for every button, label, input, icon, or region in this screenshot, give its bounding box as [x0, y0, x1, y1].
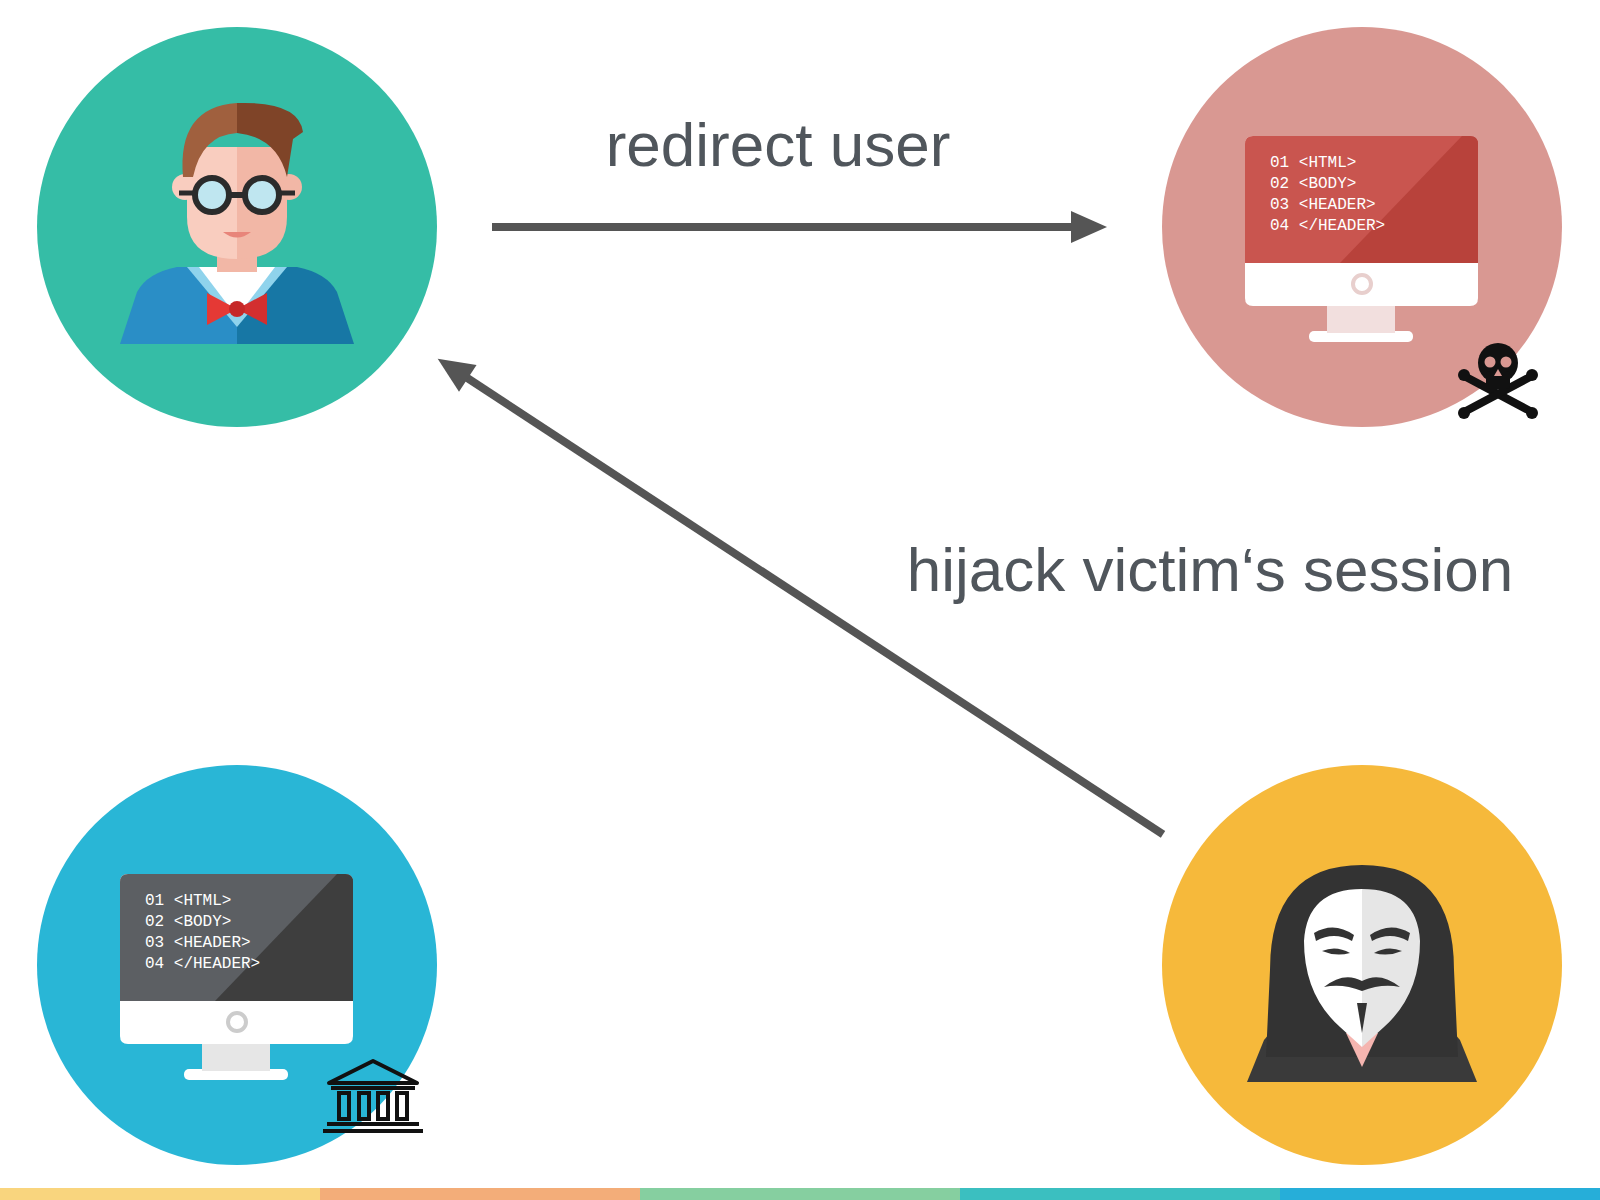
- circle-fill: [37, 765, 437, 1165]
- user-avatar: [120, 103, 354, 344]
- code-line: 04 </HEADER>: [145, 954, 260, 975]
- code-line: 04 </HEADER>: [1270, 216, 1385, 237]
- code-line: 03 <HEADER>: [145, 933, 260, 954]
- arrowhead: [438, 359, 477, 392]
- attacker-node: [1162, 765, 1562, 1165]
- bank-site-node: 01 <HTML>02 <BODY>03 <HEADER>04 </HEADER…: [37, 765, 437, 1165]
- malicious-monitor: [1245, 136, 1478, 342]
- redirect-arrow: [492, 223, 1075, 231]
- connector-group: [492, 211, 1107, 243]
- user-node: [37, 27, 437, 427]
- code-line: 01 <HTML>: [1270, 153, 1385, 174]
- skull-symbol: [1458, 343, 1538, 419]
- circle-fill: [1162, 27, 1562, 427]
- edge-label: redirect user: [600, 109, 957, 181]
- hacker-figure: [1247, 865, 1477, 1082]
- circle-fill: [1162, 765, 1562, 1165]
- malicious-site-node: 01 <HTML>02 <BODY>03 <HEADER>04 </HEADER…: [1162, 27, 1562, 427]
- node-circle: [1162, 765, 1562, 1165]
- bank-monitor: [120, 874, 353, 1080]
- code-line: 01 <HTML>: [145, 891, 260, 912]
- footer-bar: [0, 1188, 1600, 1200]
- edge-label: hijack victim‘s session: [901, 534, 1519, 606]
- node-circle: [37, 27, 437, 427]
- bank-symbol: [323, 1061, 423, 1131]
- code-line: 02 <BODY>: [145, 912, 260, 933]
- code-line: 02 <BODY>: [1270, 174, 1385, 195]
- code-line: 03 <HEADER>: [1270, 195, 1385, 216]
- arrowhead: [1071, 211, 1107, 243]
- code-block: 01 <HTML>02 <BODY>03 <HEADER>04 </HEADER…: [1270, 153, 1385, 237]
- circle-fill: [37, 27, 437, 427]
- code-block: 01 <HTML>02 <BODY>03 <HEADER>04 </HEADER…: [145, 891, 260, 975]
